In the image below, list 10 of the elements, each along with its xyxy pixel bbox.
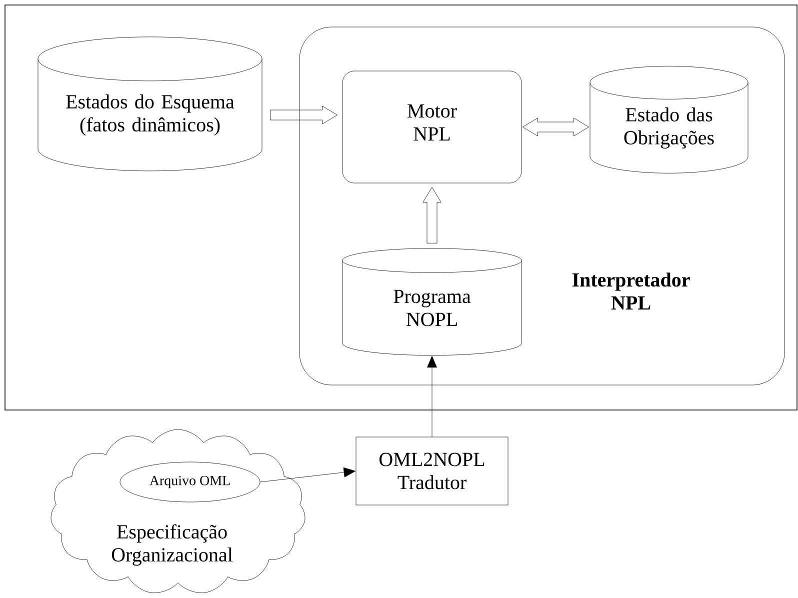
arrow [260, 467, 356, 482]
block-arrow [522, 118, 589, 136]
database-cylinder: Estado das Obrigações [590, 66, 748, 174]
database-cylinder: Estados do Esquema (fatos dinâmicos) [38, 36, 262, 172]
arrow [427, 356, 437, 437]
process-box: OML2NOPL Tradutor [356, 436, 508, 506]
block-arrow [422, 187, 442, 244]
process-box: Motor NPL [342, 70, 522, 184]
block-arrow [270, 106, 338, 124]
database-cylinder: Programa NOPL [342, 248, 522, 356]
